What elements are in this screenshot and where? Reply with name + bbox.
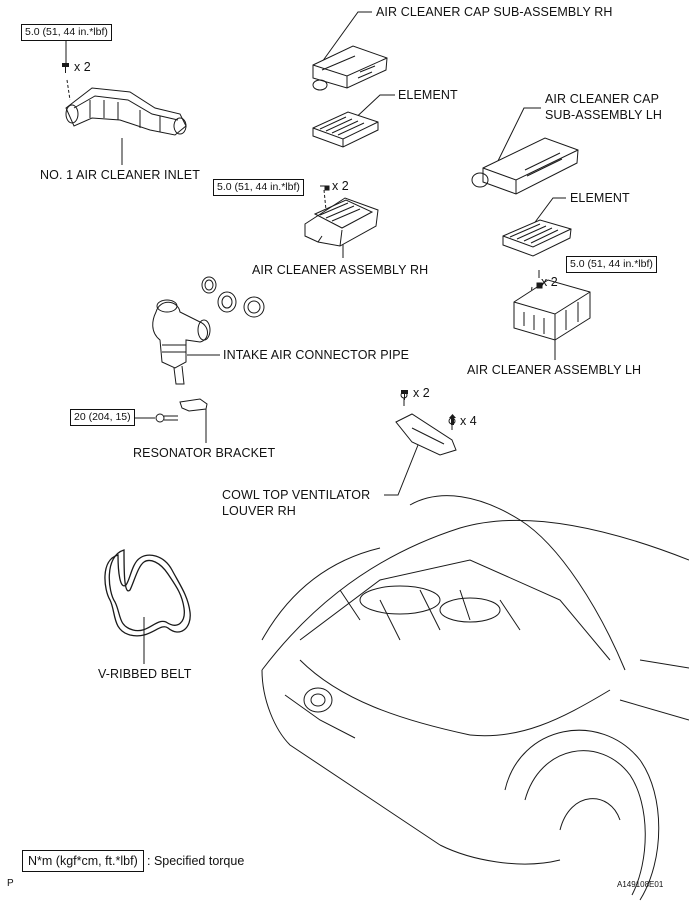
air-cleaner-assembly-rh-drawing	[304, 185, 379, 247]
quantity-assembly-rh: x 2	[332, 179, 349, 193]
label-air-cleaner-cap-lh-line1: AIR CLEANER CAP	[545, 92, 660, 106]
element-lh-drawing	[502, 219, 572, 257]
label-air-cleaner-assembly-lh: AIR CLEANER ASSEMBLY LH	[467, 363, 642, 377]
page-mark: P	[7, 878, 14, 889]
torque-box-assembly-lh: 5.0 (51, 44 in.*lbf)	[566, 256, 657, 273]
label-element-lh: ELEMENT	[570, 191, 630, 205]
bolt-icon	[61, 61, 70, 73]
label-v-ribbed-belt: V-RIBBED BELT	[98, 667, 192, 681]
label-resonator-bracket: RESONATOR BRACKET	[133, 446, 276, 460]
legend-description: : Specified torque	[147, 854, 245, 868]
label-cowl-top-line2: LOUVER RH	[222, 504, 296, 518]
label-air-cleaner-cap-rh: AIR CLEANER CAP SUB-ASSEMBLY RH	[376, 5, 613, 19]
v-ribbed-belt-drawing	[104, 549, 191, 637]
element-rh-drawing	[312, 111, 379, 148]
label-air-cleaner-assembly-rh: AIR CLEANER ASSEMBLY RH	[252, 263, 429, 277]
legend-unit-box: N*m (kgf*cm, ft.*lbf)	[22, 850, 144, 872]
label-cowl-top-line1: COWL TOP VENTILATOR	[222, 488, 371, 502]
label-no1-air-cleaner-inlet: NO. 1 AIR CLEANER INLET	[40, 168, 200, 182]
hose-clamps-drawing	[201, 276, 265, 318]
air-cleaner-cap-lh-drawing	[471, 137, 579, 195]
air-cleaner-cap-rh-drawing	[312, 45, 388, 91]
air-cleaner-assembly-lh-drawing	[513, 279, 591, 341]
torque-box-inlet: 5.0 (51, 44 in.*lbf)	[21, 24, 112, 41]
quantity-assembly-lh: x 2	[541, 275, 558, 289]
bolt-icon	[400, 388, 409, 400]
vehicle-drawing	[261, 495, 689, 901]
label-air-cleaner-cap-lh-line2: SUB-ASSEMBLY LH	[545, 108, 663, 122]
clip-icon	[448, 413, 457, 425]
figure-id: A149108E01	[617, 880, 664, 889]
quantity-cowl-clip: x 4	[460, 414, 477, 428]
quantity-inlet: x 2	[74, 60, 91, 74]
no1-air-cleaner-inlet-drawing	[65, 87, 187, 136]
quantity-cowl-bolt: x 2	[413, 386, 430, 400]
torque-box-assembly-rh: 5.0 (51, 44 in.*lbf)	[213, 179, 304, 196]
cowl-top-louver-drawing	[395, 391, 457, 456]
torque-box-resonator: 20 (204, 15)	[70, 409, 135, 426]
intake-air-connector-pipe-drawing	[152, 299, 211, 385]
label-intake-air-connector-pipe: INTAKE AIR CONNECTOR PIPE	[223, 348, 410, 362]
resonator-bracket-drawing	[155, 398, 208, 423]
label-element-rh: ELEMENT	[398, 88, 458, 102]
